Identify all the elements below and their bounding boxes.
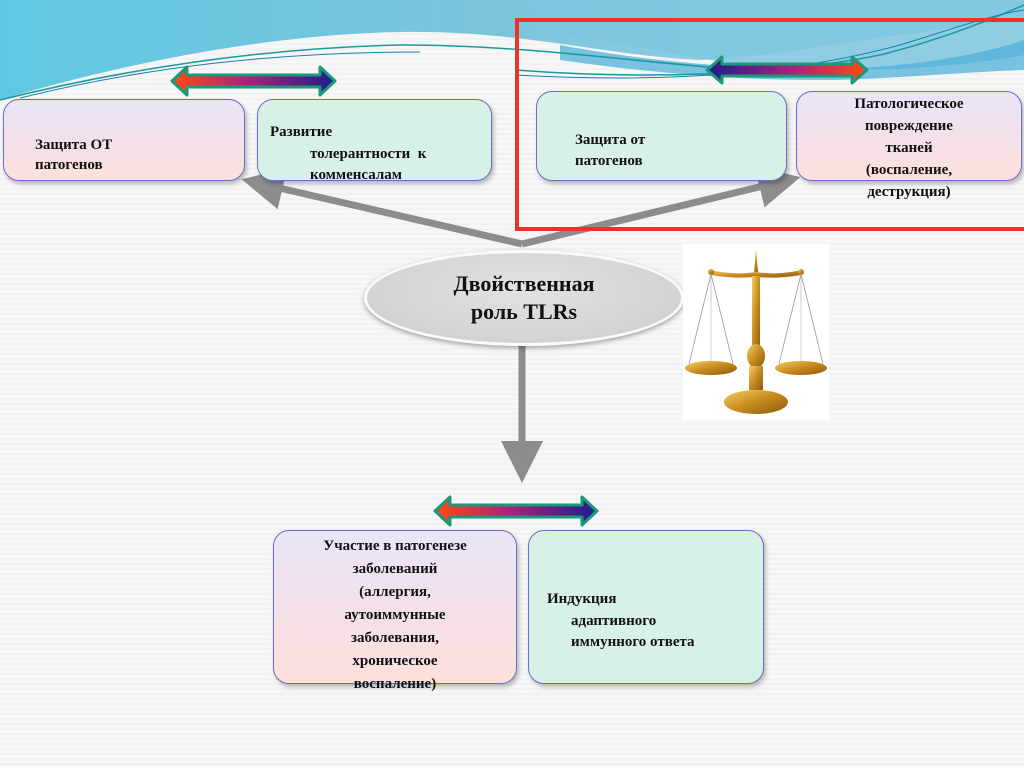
box-text-line: комменсалам [310, 167, 402, 183]
box-pathogen-defense-left: Защита ОТ патогенов [3, 99, 245, 181]
box-text-line: повреждение [865, 118, 953, 134]
highlight-frame [515, 18, 1024, 231]
box-text-line: заболеваний [352, 561, 438, 577]
box-tissue-damage: Патологическое повреждение тканей (воспа… [796, 91, 1022, 200]
box-text-line: Защита ОТ [35, 137, 113, 153]
box-text-line: Защита от [575, 132, 646, 148]
double-arrow-bottom [433, 495, 599, 527]
box-text-line: хроническое [352, 653, 438, 669]
center-node-line1: Двойственная [453, 271, 595, 296]
scales-image [683, 244, 829, 420]
box-disease-pathogenesis: Участие в патогенезе заболеваний (аллерг… [273, 530, 517, 692]
box-text-line: (воспаление, [865, 162, 953, 178]
center-node-line2: роль TLRs [470, 299, 578, 324]
center-node-dual-role: Двойственная роль TLRs [364, 250, 684, 346]
box-adaptive-induction: Индукция адаптивного иммунного ответа [528, 530, 764, 684]
box-text-line: Индукция [547, 591, 617, 607]
arrow-to-top-right [521, 166, 801, 248]
box-text-line: патогенов [35, 157, 103, 173]
box-text-line: Патологическое [854, 96, 964, 112]
arrow-to-top-left [241, 168, 523, 248]
box-text-line: деструкция) [867, 184, 951, 200]
box-text-line: тканей [885, 140, 933, 156]
box-text-line: (аллергия, [359, 584, 431, 600]
box-text-line: Участие в патогенезе [323, 538, 467, 554]
double-arrow-top-right [705, 55, 869, 85]
box-pathogen-defense-right: Защита от патогенов [536, 91, 787, 181]
box-text-line: Развитие [270, 124, 333, 140]
box-text-line: иммунного ответа [571, 634, 695, 650]
box-text-line: толерантности к [310, 146, 427, 162]
box-text-line: адаптивного [571, 613, 657, 629]
double-arrow-top-left [170, 65, 337, 97]
scales-of-justice-icon [685, 250, 827, 414]
box-text-line: заболевания, [351, 630, 439, 646]
box-commensal-tolerance: Развитие толерантности к комменсалам [257, 99, 492, 183]
box-text-line: воспаление) [353, 676, 437, 692]
box-text-line: патогенов [575, 153, 643, 169]
box-text-line: аутоиммунные [344, 607, 446, 623]
